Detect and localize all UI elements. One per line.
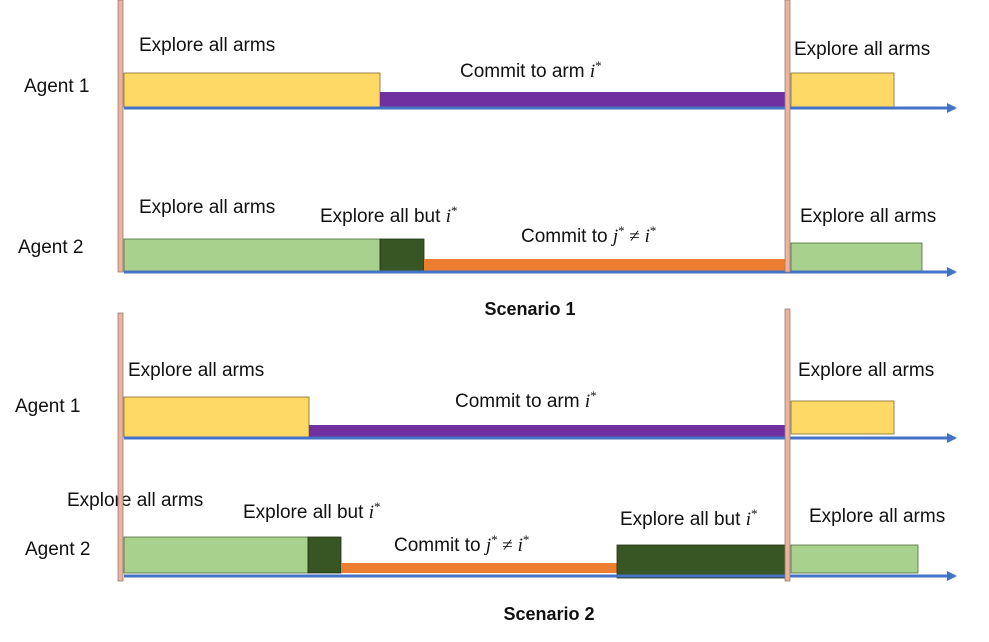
s1-agent2-commit-i: i [645,226,650,247]
s2-agent2-explore-but-sup: * [374,499,381,514]
s1-agent2-explore-but-text: Explore all but [320,206,446,227]
s1-agent2-explore-but-bar [379,238,425,273]
s2-agent1-commit-label: Commit to arm i* [455,388,597,412]
s2-agent2-commit-j-sup: * [491,532,498,547]
s2-agent2-commit-neq: ≠ [498,535,518,556]
s1-agent1-commit-label: Commit to arm i* [460,58,602,82]
s1-agent1-explore-label: Explore all arms [139,35,275,56]
s2-start-divider [117,312,124,582]
s2-agent2-commit-sup: * [523,532,530,547]
s1-agent1-name: Agent 1 [24,76,90,97]
s2-agent2-explore-but2-text: Explore all but [620,509,746,530]
s2-agent1-explore-label: Explore all arms [128,360,264,381]
s1-agent2-commit-bar [424,259,786,271]
s2-agent2-explore-but2-var: i [746,509,751,530]
s2-restart-divider [784,308,791,582]
s2-agent2-explore-but-var: i [369,502,374,523]
s2-agent2-commit-i: i [518,535,523,556]
s2-agent1-row: Agent 1 Explore all arms Commit to arm i… [15,360,957,443]
s2-agent1-commit-var: i [585,391,590,412]
s1-agent2-explore-end-bar [790,242,923,273]
s2-agent2-commit-text: Commit to [394,535,486,556]
s1-agent1-explore-end-bar [790,72,895,108]
s1-start-divider [117,0,124,273]
s1-agent1-commit-text: Commit to arm [460,61,590,82]
s2-agent2-explore-but-label: Explore all but i* [243,499,380,523]
s2-agent1-explore-bar [123,396,310,438]
s1-title: Scenario 1 [484,299,575,319]
s2-agent1-explore-end-label: Explore all arms [798,360,934,381]
s1-agent2-commit-label: Commit to j* ≠ i* [521,223,656,247]
s1-agent2-commit-text: Commit to [521,226,613,247]
s2-agent2-name: Agent 2 [25,539,91,560]
s2-agent1-commit-sup: * [590,388,597,403]
s1-agent2-commit-j-sup: * [618,223,625,238]
s2-agent2-commit-j: j [483,535,491,556]
scenario-2: Agent 1 Explore all arms Commit to arm i… [15,308,957,624]
s1-agent2-explore-but-var: i [446,206,451,227]
s2-agent2-explore-but-text: Explore all but [243,502,369,523]
s2-agent2-explore-end-bar [790,544,919,574]
s2-agent2-explore-bar [123,536,309,574]
s2-agent2-explore-but-bar [307,536,342,574]
s2-agent2-explore-label: Explore all arms [67,490,203,511]
s2-agent2-row: Agent 2 Explore all arms Explore all but… [25,490,957,581]
s1-restart-divider [784,0,791,273]
s2-agent2-commit-bar [341,563,617,573]
s2-agent2-explore-but2-sup: * [751,506,758,521]
s1-agent2-explore-end-label: Explore all arms [800,206,936,227]
s1-agent2-explore-but-label: Explore all but i* [320,203,457,227]
s1-agent2-explore-label: Explore all arms [139,197,275,218]
s1-agent1-explore-end-label: Explore all arms [794,39,930,60]
s1-agent2-commit-sup: * [650,223,657,238]
scenario-1: Agent 1 Explore all arms Commit to arm i… [18,0,957,319]
s2-agent2-explore-end-label: Explore all arms [809,506,945,527]
s2-agent1-explore-end-bar [790,400,895,435]
s1-agent2-name: Agent 2 [18,237,84,258]
s1-agent2-explore-but-sup: * [451,203,458,218]
s1-agent1-row: Agent 1 Explore all arms Commit to arm i… [24,35,957,113]
s2-title: Scenario 2 [503,604,594,624]
s1-agent1-commit-sup: * [595,58,602,73]
s2-agent2-explore-but2-label: Explore all but i* [620,506,757,530]
s1-agent2-commit-neq: ≠ [625,226,645,247]
s2-agent1-commit-text: Commit to arm [455,391,585,412]
s1-agent1-commit-var: i [590,61,595,82]
s2-agent2-commit-label: Commit to j* ≠ i* [394,532,529,556]
s1-agent1-commit-bar [380,92,789,107]
s2-agent1-commit-bar [309,425,786,437]
s1-agent2-commit-j: j [610,226,618,247]
s1-agent2-explore-bar [123,238,381,273]
s2-agent2-explore-but2-bar [616,544,787,579]
s2-agent1-name: Agent 1 [15,396,81,417]
s1-agent2-row: Agent 2 Explore all arms Explore all but… [18,197,957,277]
s1-agent1-explore-bar [123,72,381,108]
